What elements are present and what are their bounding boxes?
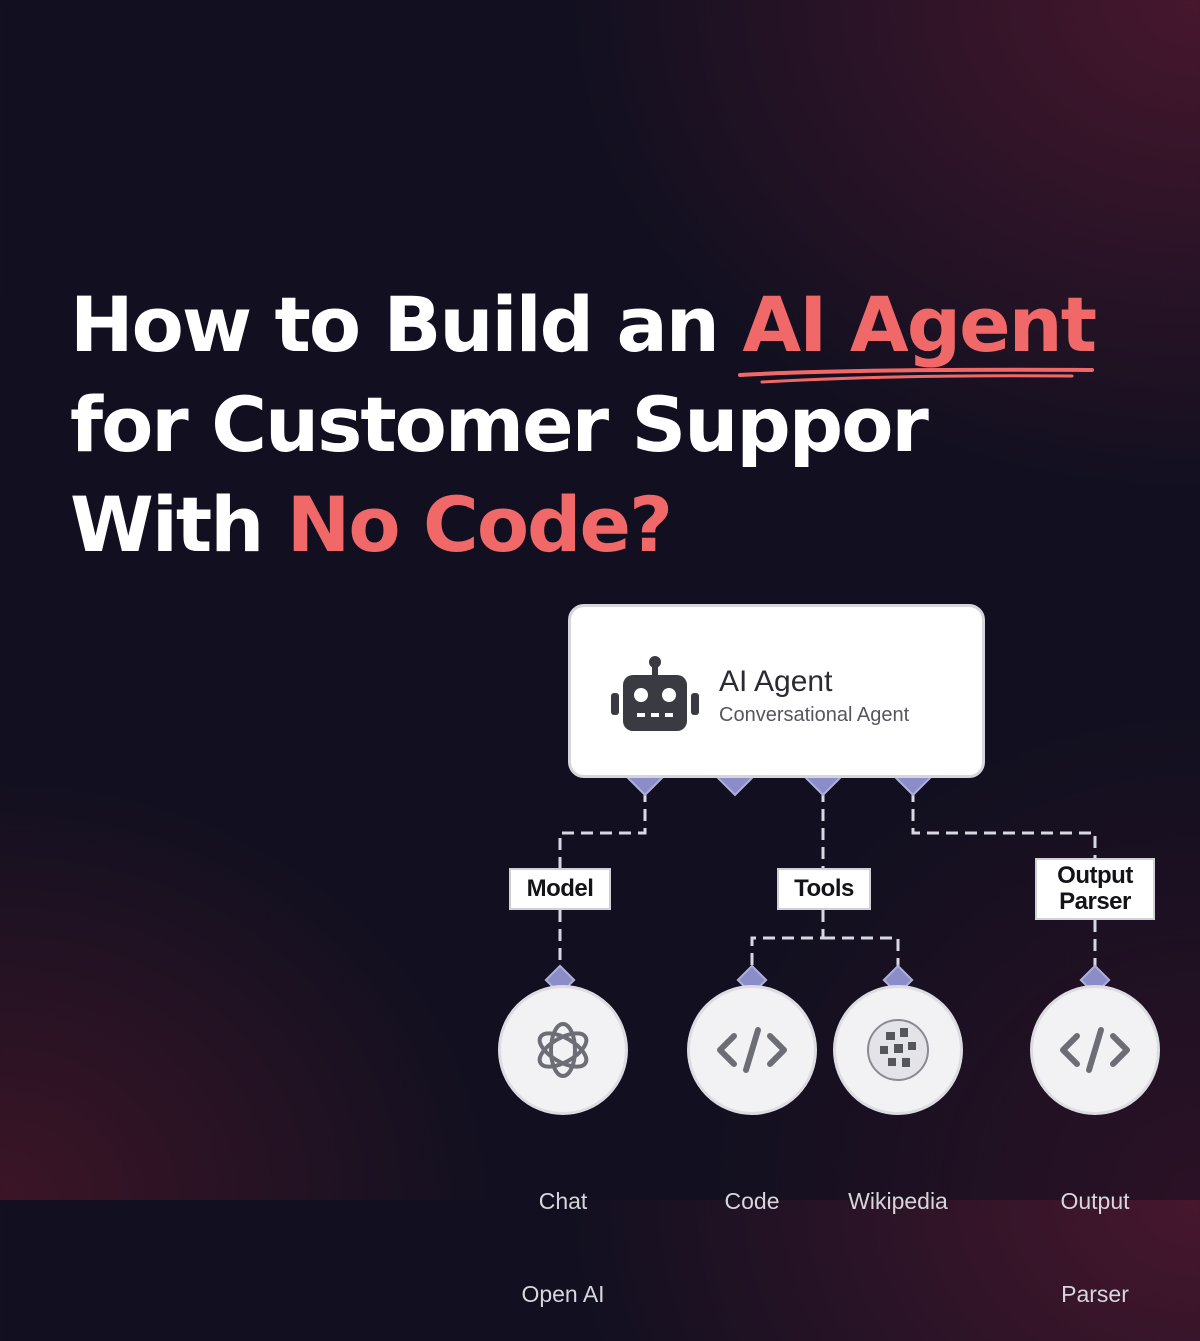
node-output-parser[interactable] bbox=[1030, 985, 1160, 1115]
tag-output-parser-line-1: Output bbox=[1057, 862, 1133, 889]
label-chat-openai-line-1: Chat bbox=[538, 1188, 588, 1214]
tag-model: Model bbox=[509, 868, 611, 910]
headline-accent-no-code: No Code? bbox=[286, 480, 673, 569]
label-output-parser-line-1: Output bbox=[1060, 1188, 1130, 1214]
agent-title: AI Agent bbox=[719, 665, 833, 698]
headline: How to Build an AI Agent for Customer Su… bbox=[70, 275, 1097, 575]
tag-output-parser-line-2: Parser bbox=[1059, 888, 1131, 915]
connector-model bbox=[558, 790, 647, 868]
label-wikipedia: Wikipedia bbox=[828, 1124, 968, 1248]
label-chat-openai: Chat Open AI bbox=[493, 1124, 633, 1341]
code-icon bbox=[1060, 1027, 1130, 1073]
agent-subtitle: Conversational Agent bbox=[719, 704, 910, 726]
label-chat-openai-line-2: Open AI bbox=[521, 1281, 605, 1307]
headline-line-2: for Customer Suppor bbox=[70, 380, 929, 469]
tag-output-parser: Output Parser bbox=[1035, 858, 1155, 920]
wikipedia-icon bbox=[867, 1019, 929, 1081]
node-chat-openai[interactable] bbox=[498, 985, 628, 1115]
openai-icon bbox=[537, 1022, 589, 1078]
tag-tools: Tools bbox=[777, 868, 871, 910]
label-code: Code bbox=[682, 1124, 822, 1248]
label-wikipedia-line-1: Wikipedia bbox=[848, 1188, 948, 1214]
node-wikipedia[interactable] bbox=[833, 985, 963, 1115]
label-output-parser: Output Parser bbox=[1025, 1124, 1165, 1341]
robot-icon bbox=[611, 656, 699, 731]
code-icon bbox=[717, 1027, 787, 1073]
label-code-line-1: Code bbox=[724, 1188, 780, 1214]
headline-line-3-prefix: With bbox=[70, 480, 287, 569]
connector-tools-split bbox=[750, 910, 900, 985]
headline-line-1: How to Build an AI Agent bbox=[70, 275, 1097, 384]
headline-accent-ai-agent-text: AI Agent bbox=[742, 280, 1097, 369]
headline-accent-ai-agent: AI Agent bbox=[738, 275, 1097, 384]
ai-agent-node[interactable]: AI Agent Conversational Agent bbox=[568, 604, 985, 778]
node-code[interactable] bbox=[687, 985, 817, 1115]
headline-line-3: With No Code? bbox=[70, 475, 1095, 575]
connector-parser bbox=[911, 790, 1097, 858]
scribble-underline-icon bbox=[738, 367, 1095, 384]
label-output-parser-line-2: Parser bbox=[1061, 1281, 1129, 1307]
headline-line-1-prefix: How to Build an bbox=[70, 280, 743, 369]
